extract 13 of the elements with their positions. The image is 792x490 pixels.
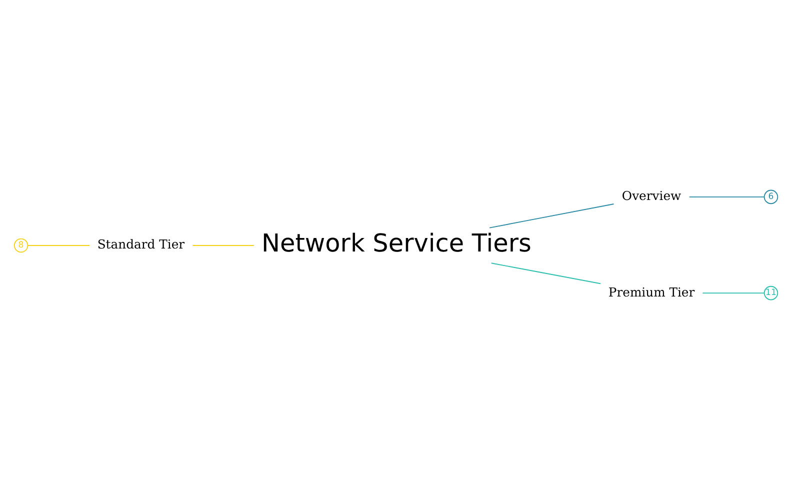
node-text: Overview [622, 189, 682, 204]
node-text: Premium Tier [608, 285, 695, 300]
connector [28, 245, 90, 246]
connector [702, 292, 764, 294]
connector [688, 196, 764, 198]
connector [490, 262, 601, 284]
node-circle: 8 [14, 238, 28, 253]
node-circle: 11 [764, 286, 778, 300]
connector [192, 245, 254, 246]
node-text: Network Service Tiers [262, 228, 532, 258]
node-circle: 6 [764, 190, 778, 204]
node-text: Standard Tier [97, 238, 185, 252]
connector [489, 204, 614, 228]
